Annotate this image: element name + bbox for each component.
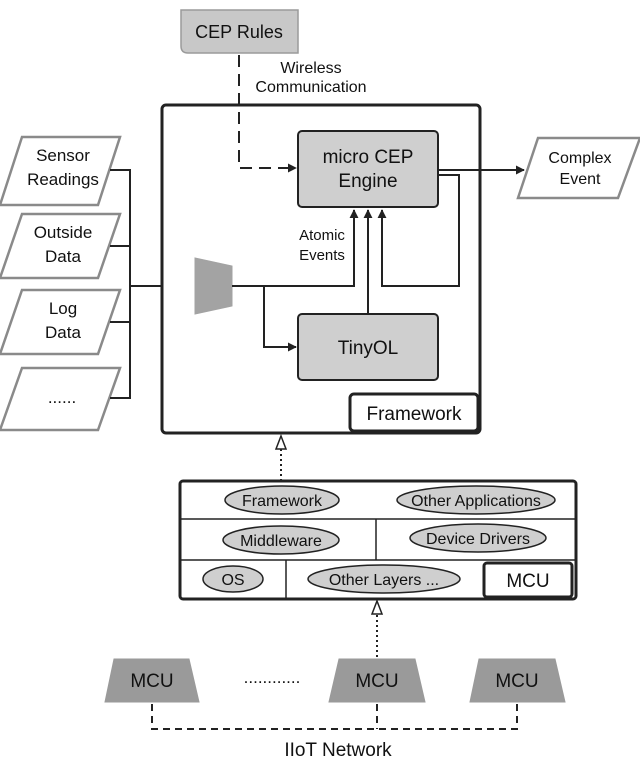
input-more-label: ......: [48, 388, 76, 407]
iiot-network-label: IIoT Network: [284, 740, 392, 759]
layer-framework-label: Framework: [242, 493, 323, 510]
complex-event-line1: Complex: [548, 150, 611, 167]
layer-os: OS: [202, 565, 264, 593]
network-mcu-2: MCU: [328, 658, 426, 703]
input-outside-data-line1: Outside: [34, 223, 93, 242]
micro-cep-engine-line1: micro CEP: [323, 147, 414, 168]
layer-other-applications: Other Applications: [396, 485, 556, 515]
layer-other-layers: Other Layers ...: [307, 564, 461, 594]
network-mcu-3-label: MCU: [495, 671, 538, 692]
layer-framework: Framework: [224, 485, 340, 515]
layer-middleware-label: Middleware: [240, 533, 322, 550]
atomic-events-line2: Events: [299, 247, 345, 264]
tinyol-label: TinyOL: [338, 338, 399, 359]
network-to-mcu-arrowhead: [370, 598, 384, 615]
network-mcu-2-label: MCU: [355, 671, 398, 692]
layer-other-applications-label: Other Applications: [411, 493, 541, 510]
input-sensor-readings-line1: Sensor: [36, 146, 90, 165]
dispatcher-node: [194, 257, 233, 315]
input-sensor-readings-line2: Readings: [27, 170, 99, 189]
wireless-label-line2: Communication: [255, 79, 366, 96]
micro-cep-engine-box: micro CEP Engine: [297, 130, 439, 208]
cep-rules-box: CEP Rules: [180, 9, 299, 54]
framework-label-box: Framework: [348, 392, 480, 433]
layer-middleware: Middleware: [222, 525, 340, 555]
micro-cep-engine-line2: Engine: [338, 171, 397, 192]
network-mcu-1: MCU: [104, 658, 200, 703]
network-ellipsis: ............: [244, 668, 301, 687]
input-log-data: Log Data: [0, 288, 122, 356]
input-log-data-line2: Data: [45, 323, 81, 342]
mcu-to-framework-arrowhead: [274, 433, 288, 450]
atomic-events-line1: Atomic: [299, 227, 345, 244]
mcu-label-box: MCU: [482, 561, 574, 599]
input-sensor-readings: Sensor Readings: [0, 135, 122, 207]
dispatcher-to-tinyol-arrow: [232, 285, 297, 352]
mcu-stack-label: MCU: [506, 571, 549, 592]
input-outside-data: Outside Data: [0, 212, 122, 280]
wireless-label-line1: Wireless: [280, 60, 341, 77]
layer-os-label: OS: [221, 572, 244, 589]
input-log-data-line1: Log: [49, 299, 77, 318]
engine-feedback-arrow: [377, 174, 460, 287]
layer-device-drivers: Device Drivers: [409, 523, 547, 553]
network-mcu-3: MCU: [469, 658, 566, 703]
layer-other-layers-label: Other Layers ...: [329, 572, 439, 589]
network-links: [151, 704, 518, 730]
tinyol-box: TinyOL: [297, 313, 439, 381]
input-more: ......: [0, 366, 122, 432]
network-mcu-1-label: MCU: [130, 671, 173, 692]
complex-event-box: Complex Event: [516, 136, 640, 200]
cep-rules-label: CEP Rules: [195, 22, 283, 42]
atomic-events-arrow: [232, 209, 359, 287]
complex-event-line2: Event: [560, 171, 601, 188]
framework-label: Framework: [366, 404, 462, 425]
input-merge-connector: [110, 169, 193, 399]
layer-device-drivers-label: Device Drivers: [426, 531, 530, 548]
input-outside-data-line2: Data: [45, 247, 81, 266]
